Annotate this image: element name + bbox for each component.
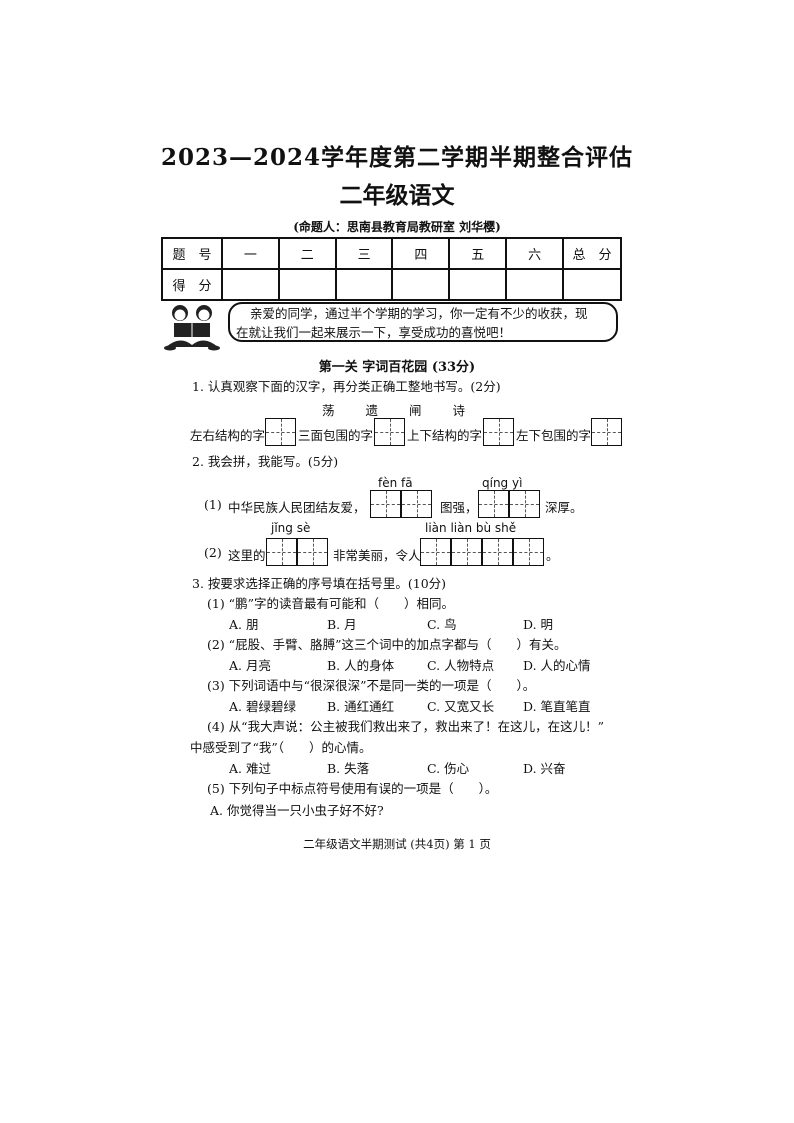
q3-item-text: (3) 下列词语中与“很深很深”不是同一类的一项是（ ）。	[207, 678, 536, 693]
score-table-cell: 得 分	[161, 268, 223, 301]
pinyin-label: qíng yì	[482, 476, 523, 490]
q1-label: 上下结构的字	[407, 428, 483, 443]
pinyin-label: jǐng sè	[271, 521, 311, 535]
q3-option[interactable]: A. 朋	[229, 617, 259, 632]
writing-grid-box[interactable]	[266, 538, 297, 566]
q3-option[interactable]: A. 你觉得当一只小虫子好不好?	[210, 803, 384, 818]
q3-option[interactable]: D. 兴奋	[523, 761, 566, 776]
writing-grid-box[interactable]	[591, 418, 622, 446]
q3-option[interactable]: D. 人的心情	[523, 658, 591, 673]
score-cell-blank[interactable]	[334, 268, 394, 301]
pinyin-label: fèn fā	[378, 476, 413, 490]
writing-grid-box[interactable]	[370, 490, 401, 518]
score-cell-blank[interactable]	[391, 268, 451, 301]
score-cell-blank[interactable]	[562, 268, 622, 301]
q3-option[interactable]: B. 失落	[327, 761, 370, 776]
writing-grid-box[interactable]	[451, 538, 482, 566]
score-table-cell: 一	[221, 237, 280, 270]
score-cell-blank[interactable]	[448, 268, 508, 301]
writing-grid-box[interactable]	[483, 418, 514, 446]
q2-item-number: (1)	[204, 497, 222, 512]
q3-item-text: (5) 下列句子中标点符号使用有误的一项是（ ）。	[207, 781, 498, 796]
q3-item-text: (2) “屁股、手臂、胳膊”这三个词中的加点字都与（ ）有关。	[207, 637, 567, 652]
section-title: 第一关 字词百花园 (33分)	[318, 360, 476, 375]
q2-text: 非常美丽，令人	[333, 548, 421, 563]
q1-label: 左右结构的字	[190, 428, 266, 443]
q2-text: 中华民族人民团结友爱，	[228, 500, 366, 515]
q3-option[interactable]: C. 伤心	[427, 761, 470, 776]
score-cell-blank[interactable]	[221, 268, 280, 301]
page-footer: 二年级语文半期测试 (共4页) 第 1 页	[303, 837, 491, 851]
writing-grid-box[interactable]	[265, 418, 296, 446]
q3-option[interactable]: A. 难过	[229, 761, 271, 776]
q2-item-number: (2)	[204, 545, 222, 560]
q3-option[interactable]: A. 月亮	[229, 658, 271, 673]
q3-option[interactable]: C. 又宽又长	[427, 699, 495, 714]
q3-option[interactable]: A. 碧绿碧绿	[229, 699, 296, 714]
score-table-cell: 二	[277, 237, 337, 270]
q1-label: 三面包围的字	[298, 428, 374, 443]
q2-text: 深厚。	[545, 500, 583, 515]
score-table: 题 号 一 二 三 四 五 六 总 分 得 分	[161, 237, 622, 301]
q3-option[interactable]: C. 人物特点	[427, 658, 495, 673]
q3-option[interactable]: D. 明	[523, 617, 554, 632]
score-cell-blank[interactable]	[505, 268, 564, 301]
q3-item-text: (4) 从“我大声说：公主被我们救出来了，救出来了！在这儿，在这儿！”	[207, 719, 604, 734]
question-2-stem: 2. 我会拼，我能写。(5分)	[192, 454, 339, 469]
writing-grid-box[interactable]	[374, 418, 405, 446]
score-table-score-row: 得 分	[161, 268, 622, 301]
score-table-cell: 四	[391, 237, 451, 270]
score-table-cell: 五	[448, 237, 508, 270]
question-3-stem: 3. 按要求选择正确的序号填在括号里。(10分)	[192, 576, 447, 591]
writing-grid-box[interactable]	[297, 538, 328, 566]
q2-text: 图强，	[440, 500, 478, 515]
score-table-cell: 题 号	[161, 237, 223, 270]
q2-text: 这里的	[228, 548, 266, 563]
score-table-cell: 三	[334, 237, 394, 270]
q3-option[interactable]: B. 月	[327, 617, 357, 632]
q3-option[interactable]: B. 人的身体	[327, 658, 395, 673]
question-1-stem: 1. 认真观察下面的汉字，再分类正确工整地书写。(2分)	[192, 379, 501, 394]
score-table-cell: 总 分	[562, 237, 622, 270]
q3-option[interactable]: B. 通红通红	[327, 699, 395, 714]
writing-grid-box[interactable]	[509, 490, 540, 518]
q2-text: 。	[546, 548, 559, 563]
greeting-box: 亲爱的同学，通过半个学期的学习，你一定有不少的收获，现 在就让我们一起来展示一下…	[228, 302, 618, 342]
q3-option[interactable]: C. 鸟	[427, 617, 457, 632]
q3-option[interactable]: D. 笔直笔直	[523, 699, 591, 714]
writing-grid-box[interactable]	[478, 490, 509, 518]
exam-author: (命题人：思南县教育局教研室 刘华樱)	[293, 220, 501, 234]
score-cell-blank[interactable]	[277, 268, 337, 301]
writing-grid-box[interactable]	[482, 538, 513, 566]
pinyin-label: liàn liàn bù shě	[425, 521, 517, 535]
exam-title: 2023—2024学年度第二学期半期整合评估	[160, 144, 634, 171]
writing-grid-box[interactable]	[401, 490, 432, 518]
question-1-chars: 荡 遗 闸 诗	[322, 403, 468, 418]
writing-grid-box[interactable]	[513, 538, 544, 566]
exam-subtitle: 二年级语文	[339, 182, 455, 209]
q1-label: 左下包围的字	[516, 428, 592, 443]
score-table-header-row: 题 号 一 二 三 四 五 六 总 分	[161, 237, 622, 270]
writing-grid-box[interactable]	[420, 538, 451, 566]
score-table-cell: 六	[505, 237, 564, 270]
q3-item-text: 中感受到了“我”（ ）的心情。	[190, 740, 372, 755]
greeting-line: 在就让我们一起来展示一下，享受成功的喜悦吧！	[236, 325, 512, 340]
q3-item-text: (1) “鹏”字的读音最有可能和（ ）相同。	[207, 596, 454, 611]
reading-children-illustration	[164, 305, 220, 351]
greeting-line: 亲爱的同学，通过半个学期的学习，你一定有不少的收获，现	[250, 306, 588, 321]
